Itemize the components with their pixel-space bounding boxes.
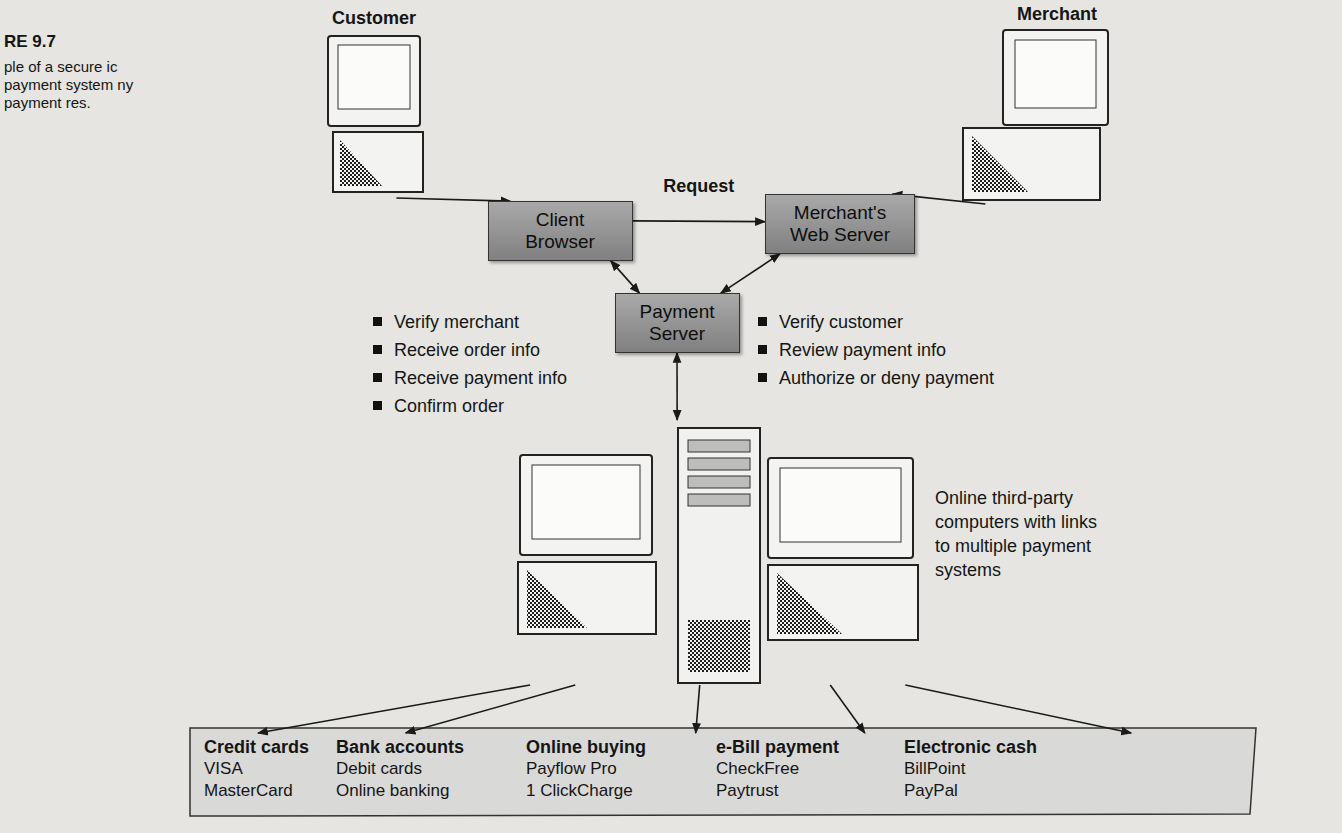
process-box: Client Browser: [488, 201, 633, 261]
connector-arrow: [406, 685, 576, 733]
drive-bay: [688, 476, 750, 488]
screen: [532, 465, 640, 539]
label-holder: Verify merchant: [372, 312, 519, 333]
keyboard-keys: [340, 140, 382, 186]
label-holder: RE 9.7: [4, 32, 56, 52]
category-item: CheckFree: [716, 758, 884, 780]
monitor: [1003, 30, 1108, 125]
connector-arrow: [611, 261, 640, 293]
category-heading: Bank accounts: [336, 736, 504, 758]
bullet-item: Verify customer: [779, 312, 903, 333]
bullet-item: Receive order info: [394, 340, 540, 361]
process-box: Payment Server: [615, 293, 740, 353]
connector-arrow: [696, 685, 700, 733]
bullet-item: Confirm order: [394, 396, 504, 417]
payment-systems-band: [190, 728, 1256, 816]
screen: [1015, 40, 1096, 108]
figure-number: RE 9.7: [4, 32, 56, 52]
merchant-computer: [963, 30, 1108, 200]
category-item: PayPal: [904, 780, 1154, 802]
category-item: VISA: [204, 758, 317, 780]
server-tower: [678, 428, 760, 683]
category-item: 1 ClickCharge: [526, 780, 699, 802]
box-label: Client Browser: [515, 209, 605, 253]
keyboard-base: [768, 565, 918, 640]
drive-bay: [688, 494, 750, 506]
drive-bay: [688, 458, 750, 470]
connector-arrow: [676, 353, 678, 420]
bullet-item: Authorize or deny payment: [779, 368, 994, 389]
payment-category: Electronic cashBillPointPayPal: [898, 733, 1160, 811]
monitor: [328, 36, 420, 126]
keyboard-keys: [777, 573, 842, 634]
bullet-item: Receive payment info: [394, 368, 567, 389]
category-item: Payflow Pro: [526, 758, 699, 780]
label-holder: ple of a secure ic payment system ny pay…: [4, 58, 136, 112]
category-heading: Electronic cash: [904, 736, 1154, 758]
category-item: Debit cards: [336, 758, 504, 780]
third-party-group: Online third-party computers with links …: [510, 420, 1120, 685]
label-holder: Receive order info: [372, 340, 540, 361]
category-item: MasterCard: [204, 780, 317, 802]
customer-computer: [328, 36, 423, 192]
category-item: BillPoint: [904, 758, 1154, 780]
category-heading: e-Bill payment: [716, 736, 884, 758]
keyboard-keys: [527, 570, 587, 628]
label-holder: Receive payment info: [372, 368, 567, 389]
keyboard-base: [518, 562, 656, 634]
payment-category: Credit cardsVISAMasterCard: [198, 733, 323, 811]
payment-category: Online buyingPayflow Pro1 ClickCharge: [520, 733, 705, 811]
category-heading: Credit cards: [204, 736, 317, 758]
keyboard-base: [333, 132, 423, 192]
keyboard-keys: [972, 136, 1028, 192]
category-item: Online banking: [336, 780, 504, 802]
third-party-computer: [518, 455, 656, 634]
third-party-computer: [768, 458, 918, 640]
connector-arrow: [633, 220, 766, 222]
station-heading: Merchant: [977, 4, 1137, 25]
label-holder: Confirm order: [372, 396, 504, 417]
label-holder: Authorize or deny payment: [757, 368, 994, 389]
station-heading: Customer: [318, 8, 430, 29]
category-heading: Online buying: [526, 736, 699, 758]
connector-arrow: [905, 685, 1131, 733]
label-holder: Verify customer: [757, 312, 903, 333]
computer-station: Customer: [318, 8, 430, 198]
group-note: Online third-party computers with links …: [935, 486, 1107, 582]
box-label: Payment Server: [632, 301, 722, 345]
connector-arrow: [721, 254, 780, 293]
label-holder: Review payment info: [757, 340, 946, 361]
process-box: Merchant's Web Server: [765, 194, 915, 254]
payment-category: Bank accountsDebit cardsOnline banking: [330, 733, 510, 811]
category-item: Paytrust: [716, 780, 884, 802]
screen: [338, 45, 410, 109]
computer-station: Merchant: [955, 4, 1115, 204]
box-label: Merchant's Web Server: [784, 202, 896, 246]
monitor: [768, 458, 913, 558]
monitor: [520, 455, 652, 555]
tower-case: [678, 428, 760, 683]
edge-label-holder: Request: [660, 176, 737, 197]
bullet-item: Review payment info: [779, 340, 946, 361]
vent: [688, 620, 750, 672]
keyboard-base: [963, 128, 1100, 200]
bullet-item: Verify merchant: [394, 312, 519, 333]
screen: [780, 468, 901, 542]
connector-arrow: [830, 685, 865, 733]
drive-bay: [688, 440, 750, 452]
edge-label: Request: [660, 176, 737, 197]
payment-category: e-Bill paymentCheckFreePaytrust: [710, 733, 890, 811]
figure-caption: ple of a secure ic payment system ny pay…: [4, 58, 136, 112]
